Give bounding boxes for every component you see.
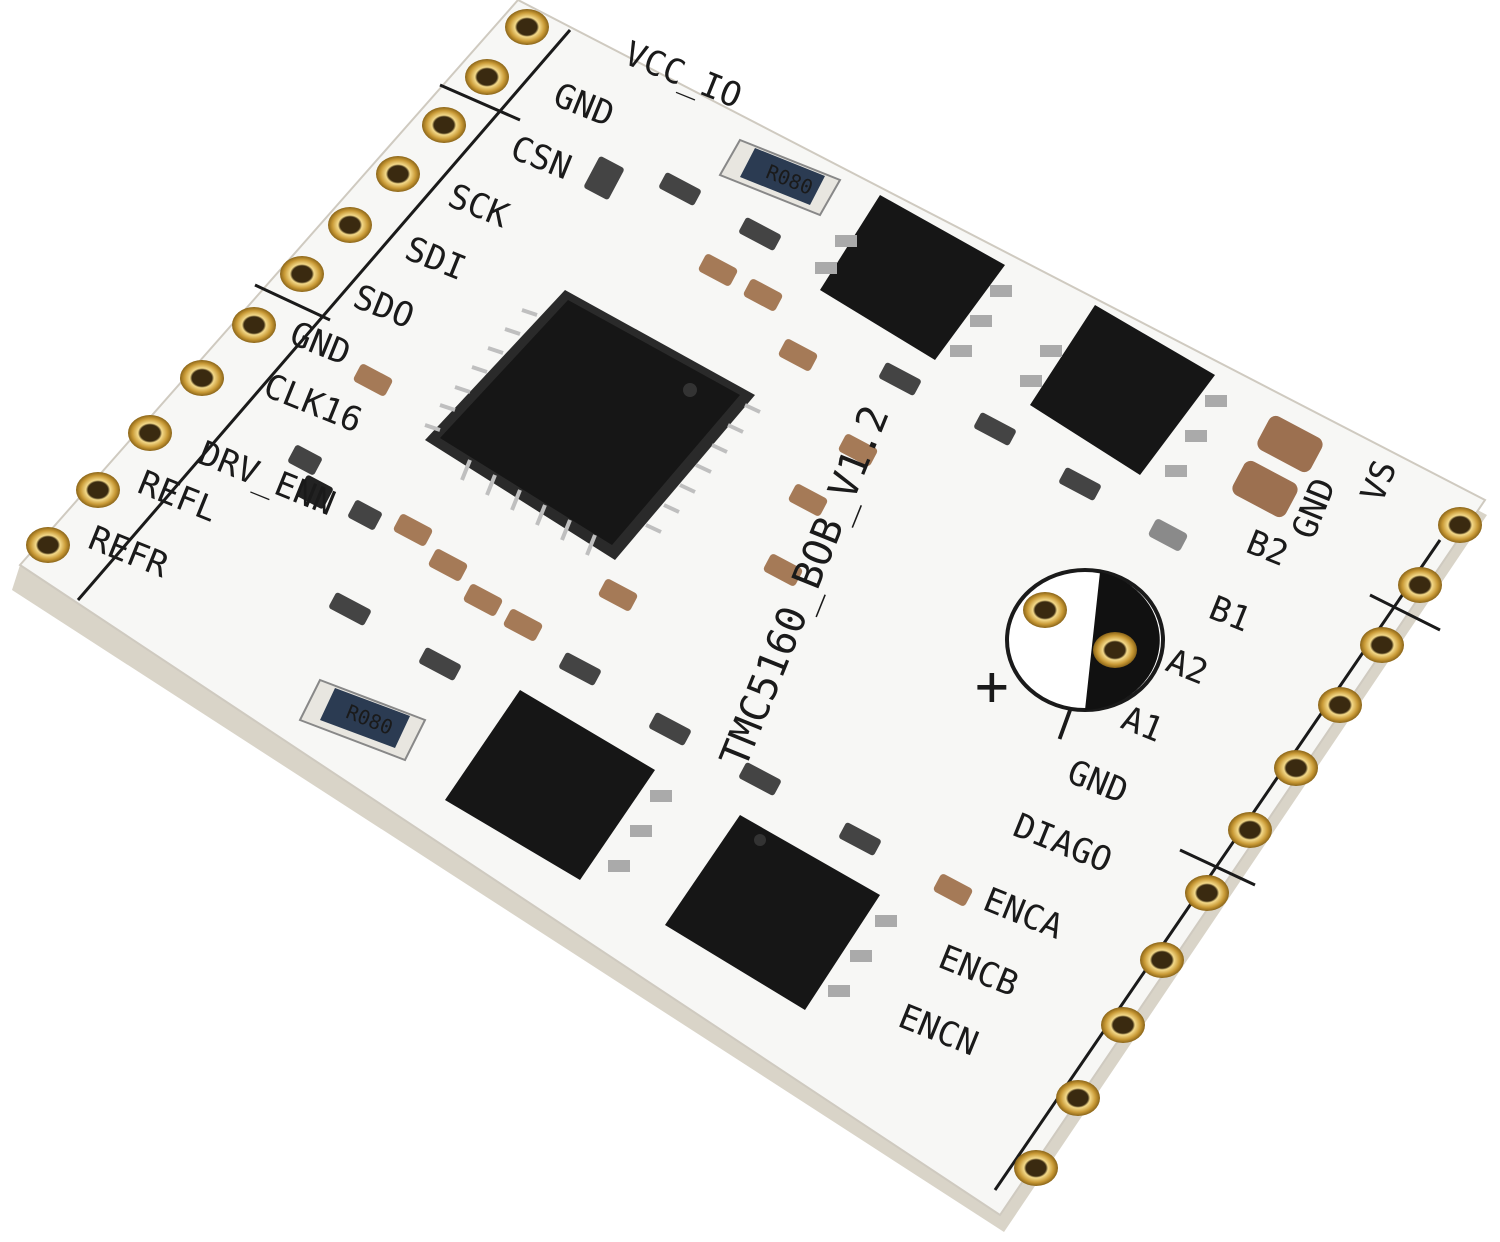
motor-connector (1005, 568, 1165, 712)
sense-resistor-bottom: R080 (298, 678, 427, 762)
driver-ic (424, 290, 761, 560)
mosfet-3 (445, 690, 672, 880)
left-silk-lines (76, 29, 572, 601)
sense-resistor-top: R080 (718, 138, 842, 217)
left-header-pads (26, 9, 549, 563)
right-header-pads (1014, 507, 1482, 1186)
mosfet-4 (665, 815, 897, 1010)
mosfet-1 (815, 195, 1012, 360)
mosfet-2 (1020, 305, 1227, 477)
polarity-plus: + (975, 654, 1009, 719)
passive-components (288, 156, 1323, 906)
